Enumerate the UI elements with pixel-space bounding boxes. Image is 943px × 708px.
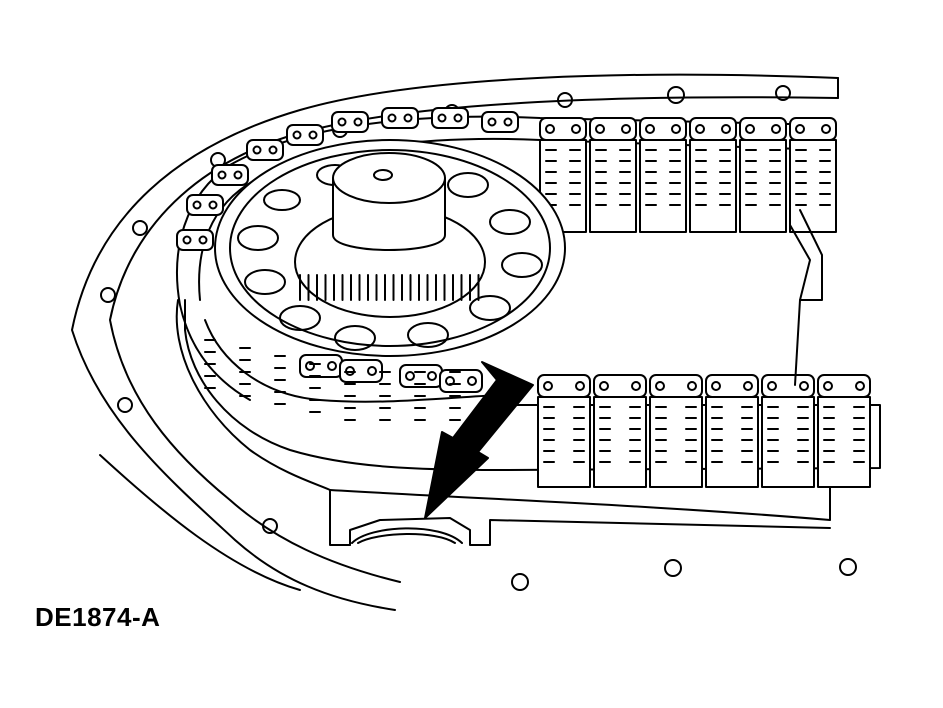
bolt-hole <box>664 559 682 577</box>
chain-link <box>331 111 369 133</box>
chain-link <box>817 374 871 488</box>
bolt-hole <box>557 92 573 108</box>
housing-flange-line <box>99 454 301 591</box>
housing-cover <box>71 73 839 611</box>
drive-sprocket <box>214 139 566 357</box>
chain-link <box>176 229 214 251</box>
chain-guide <box>789 209 823 386</box>
housing-outer-edge <box>71 73 839 611</box>
chain-link <box>705 374 759 488</box>
chain-link <box>481 111 519 133</box>
chain-link <box>286 124 324 146</box>
bolt-hole <box>511 573 529 591</box>
chain-link <box>649 374 703 488</box>
figure-id-label: DE1874-A <box>35 602 161 632</box>
chain-link <box>439 369 483 393</box>
chain-link <box>739 117 787 233</box>
chain-link <box>381 107 419 129</box>
inner-case-wall <box>175 299 351 546</box>
case-lower-boss <box>349 517 831 546</box>
case-floor-line <box>329 469 831 521</box>
chain-link <box>789 117 837 233</box>
sprocket-face <box>229 149 551 347</box>
bolt-hole <box>839 558 857 576</box>
bolt-hole <box>775 85 791 101</box>
indicator-arrow <box>424 361 534 519</box>
hub-shaft-center-hole <box>373 169 393 181</box>
chain-link <box>299 354 343 378</box>
lower-chain-links <box>537 374 871 488</box>
sprocket-splines <box>299 274 480 301</box>
chain-link <box>246 139 284 161</box>
chain-link <box>211 164 249 186</box>
bolt-hole <box>117 397 133 413</box>
housing-inner-edge <box>109 96 839 583</box>
bolt-hole <box>667 86 685 104</box>
chain-link <box>761 374 815 488</box>
chain-link <box>689 117 737 233</box>
chain-link <box>593 374 647 488</box>
chain-link <box>639 117 687 233</box>
lower-bearing <box>351 527 463 544</box>
upper-chain-links <box>539 117 837 233</box>
chain-link <box>186 194 224 216</box>
bolt-hole <box>100 287 116 303</box>
chain-link <box>399 364 443 388</box>
chain-link <box>431 107 469 129</box>
bolt-hole <box>132 220 148 236</box>
bolt-hole <box>262 518 278 534</box>
curved-chain-links <box>176 107 519 421</box>
chain-link <box>537 374 591 488</box>
chain-link <box>589 117 637 233</box>
